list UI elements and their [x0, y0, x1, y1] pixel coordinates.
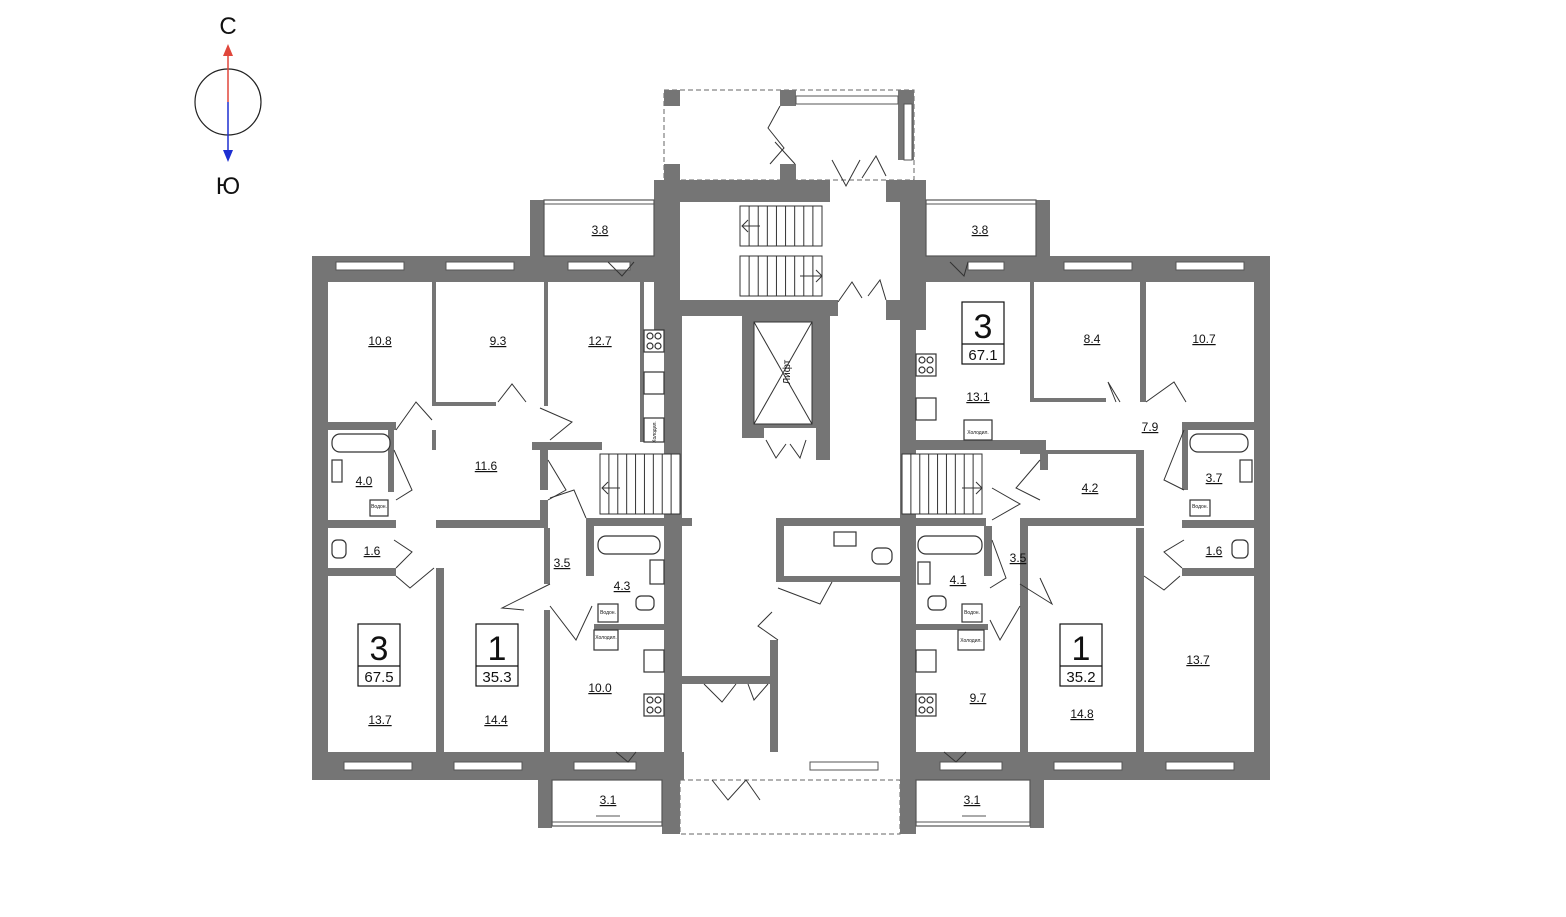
toilet-icon	[331, 539, 347, 559]
stove-icon	[643, 329, 665, 353]
boiler-label: Водон.	[964, 610, 980, 616]
toilet-icon	[1231, 539, 1249, 559]
bathtub-icon	[597, 535, 661, 555]
fridge-icon	[963, 419, 993, 441]
washbasin-icon	[1239, 459, 1253, 483]
apartment-badge: 3 67.1	[961, 301, 1005, 365]
water-heater-icon	[597, 603, 619, 623]
room-area: 14.4	[484, 713, 508, 727]
interior-walls-right	[776, 282, 1254, 752]
fridge-icon	[643, 417, 665, 443]
apartment-badge: 1 35.3	[475, 623, 519, 687]
apartment-area: 35.2	[1066, 669, 1095, 686]
balconies	[543, 199, 1037, 827]
boiler-label: Водон.	[600, 610, 616, 616]
bathtub-icon	[1189, 433, 1249, 453]
room-area: 4.1	[950, 573, 967, 587]
apartment-area: 67.5	[364, 669, 393, 686]
room-area: 3.5	[1010, 551, 1027, 565]
washbasin-icon	[331, 459, 343, 483]
sink-icon	[915, 649, 937, 673]
compass: С Ю	[194, 13, 262, 200]
fridge-icon	[957, 629, 985, 651]
apartment-rooms: 3	[974, 308, 993, 346]
elevator-label: Лифт	[781, 359, 793, 384]
room-area: 3.8	[972, 223, 989, 237]
room-area: 13.1	[966, 390, 990, 404]
north-label: С	[219, 13, 236, 40]
staircases	[599, 205, 983, 515]
room-area: 14.8	[1070, 707, 1094, 721]
toilet-icon	[635, 595, 655, 611]
fridge-label: Холодил.	[960, 638, 982, 644]
apartment-badge: 3 67.5	[357, 623, 401, 687]
stove-icon	[915, 693, 937, 717]
sink-icon	[643, 649, 665, 673]
room-area: 13.7	[1186, 653, 1210, 667]
stove-icon	[915, 353, 937, 377]
room-area: 4.2	[1082, 481, 1099, 495]
entrance-canopy-bottom	[679, 779, 901, 835]
room-area: 8.4	[1084, 332, 1101, 346]
sink-icon	[915, 397, 937, 421]
room-area: 4.0	[356, 474, 373, 488]
room-area: 3.8	[592, 223, 609, 237]
apartment-rooms: 1	[1072, 630, 1091, 668]
stove-icon	[643, 693, 665, 717]
toilet-icon	[927, 595, 947, 611]
room-area: 4.3	[614, 579, 631, 593]
sink-icon	[643, 371, 665, 395]
washbasin-icon	[649, 559, 665, 585]
water-heater-icon	[961, 603, 983, 623]
fixtures: Водон. Холодил. Водон. Холодил. Холодил.	[331, 329, 1253, 717]
room-area: 12.7	[588, 334, 612, 348]
windows	[335, 261, 1245, 771]
room-area: 9.7	[970, 691, 987, 705]
room-area: 1.6	[364, 544, 381, 558]
fridge-label: Холодил.	[595, 635, 617, 641]
bathtub-icon	[917, 535, 983, 555]
fridge-icon	[593, 629, 619, 651]
washbasin-icon	[917, 561, 931, 585]
room-area: 11.6	[475, 459, 498, 473]
south-arrow-icon	[223, 150, 233, 162]
room-area: 7.9	[1142, 420, 1159, 434]
room-area: 9.3	[490, 334, 507, 348]
room-area: 3.1	[964, 793, 981, 807]
apartment-area: 35.3	[482, 669, 511, 686]
room-area: 13.7	[368, 713, 392, 727]
apartment-rooms: 3	[370, 630, 389, 668]
room-area: 10.0	[588, 681, 612, 695]
toilet-icon	[871, 547, 893, 565]
room-area: 3.1	[600, 793, 617, 807]
room-area: 10.7	[1192, 332, 1216, 346]
entrance-canopy-top	[663, 89, 915, 181]
room-area: 3.5	[554, 556, 571, 570]
south-label: Ю	[216, 173, 240, 200]
fridge-label: Холодил.	[652, 421, 658, 443]
apartment-rooms: 1	[488, 630, 507, 668]
doors	[393, 261, 1187, 763]
fridge-label: Холодил.	[967, 430, 989, 436]
room-area-labels: 3.8 3.8 3.1 3.1 10.8 9.3 12.7 11.6 4.0 1…	[356, 223, 1223, 807]
bathtub-icon	[331, 433, 391, 453]
boiler-label: Водон.	[371, 504, 387, 510]
apartment-badge: 1 35.2	[1059, 623, 1103, 687]
boiler-label: Водон.	[1192, 504, 1208, 510]
interior-walls-left	[328, 282, 692, 752]
central-core: Лифт	[682, 154, 900, 801]
water-heater-icon	[369, 499, 389, 517]
north-arrow-icon	[223, 44, 233, 56]
room-area: 3.7	[1206, 471, 1223, 485]
water-heater-icon	[1189, 499, 1211, 517]
room-area: 1.6	[1206, 544, 1223, 558]
washbasin-icon	[833, 531, 857, 547]
room-area: 10.8	[368, 334, 392, 348]
apartment-area: 67.1	[968, 347, 997, 364]
